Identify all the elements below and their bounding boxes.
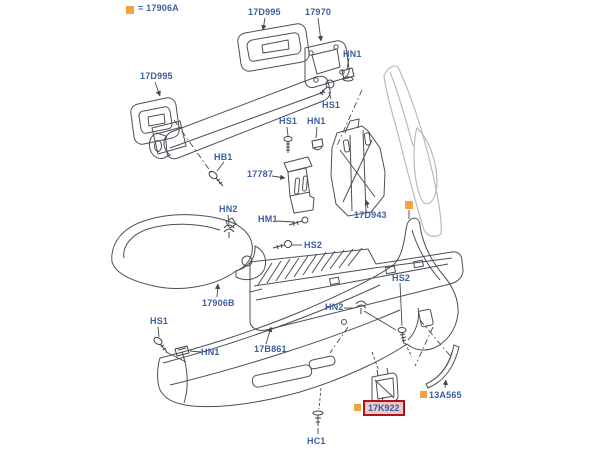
impact-bar-assembly-drawing (130, 23, 350, 160)
kit-marker-13a565 (420, 391, 427, 398)
bumper-cover-drawing (157, 217, 459, 408)
kit-marker-bumper-corner (405, 201, 413, 209)
part-label-17d943[interactable]: 17D943 (354, 210, 387, 220)
hardware-label-hn2-left[interactable]: HN2 (219, 204, 238, 214)
hardware-label-hc1[interactable]: HC1 (307, 436, 326, 446)
kit-marker-legend (126, 6, 134, 14)
panel-17906b-drawing (111, 214, 267, 289)
licence-bracket-17k922-drawing (371, 367, 399, 404)
part-label-17906b[interactable]: 17906B (202, 298, 235, 308)
hardware-label-hs2-right[interactable]: HS2 (392, 273, 411, 283)
hardware-label-hn1-top[interactable]: HN1 (343, 49, 362, 59)
part-label-17d995-left[interactable]: 17D995 (140, 71, 173, 81)
hardware-label-hs2-left[interactable]: HS2 (304, 240, 323, 250)
hardware-fasteners-drawing (153, 67, 407, 426)
hardware-label-hn1-bottom[interactable]: HN1 (201, 347, 220, 357)
highlighted-part-label-17k922[interactable]: 17K922 (363, 400, 405, 416)
absorber-17b861-drawing (249, 247, 464, 331)
hardware-label-hm1[interactable]: HM1 (258, 214, 278, 224)
hardware-label-hs1-bottom[interactable]: HS1 (150, 316, 169, 326)
part-label-17d995-top[interactable]: 17D995 (248, 7, 281, 17)
part-label-17787[interactable]: 17787 (247, 169, 274, 179)
hardware-label-hn2-right[interactable]: HN2 (325, 302, 344, 312)
part-label-13a565[interactable]: 13A565 (429, 390, 462, 400)
hardware-label-hb1[interactable]: HB1 (214, 152, 233, 162)
ghost-quarter-panel-drawing (383, 65, 443, 237)
bracket-17787-drawing (283, 156, 315, 214)
kit-marker-17k922 (354, 404, 361, 411)
bracket-17d943-drawing (330, 118, 386, 217)
legend-text: = 17906A (138, 3, 179, 13)
hardware-label-hs1-top[interactable]: HS1 (322, 100, 341, 110)
hardware-label-hn1-mid[interactable]: HN1 (307, 116, 326, 126)
part-label-17b861[interactable]: 17B861 (254, 344, 287, 354)
leader-lines (154, 17, 453, 434)
moulding-13a565-drawing (425, 344, 460, 389)
part-label-17970[interactable]: 17970 (305, 7, 332, 17)
hardware-label-hs1-mid[interactable]: HS1 (279, 116, 298, 126)
